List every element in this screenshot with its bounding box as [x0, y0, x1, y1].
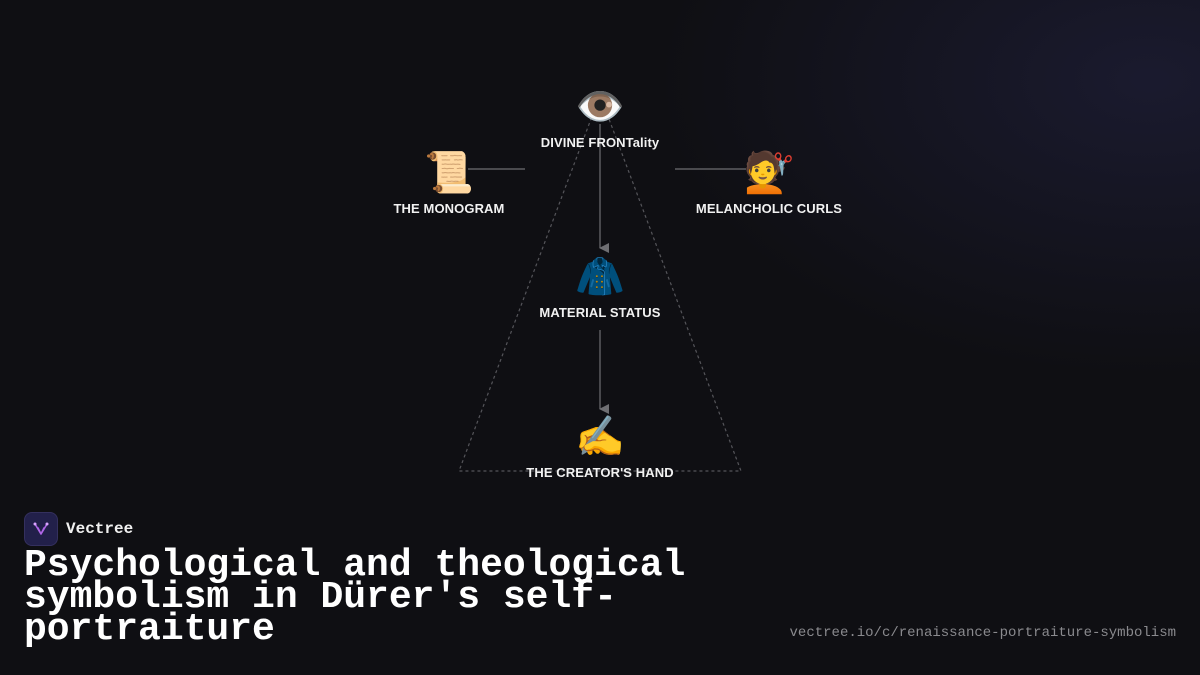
- brand[interactable]: Vectree: [24, 512, 133, 546]
- haircut-icon: 💇: [744, 151, 794, 195]
- node-creators-hand: ✍️ THE CREATOR'S HAND: [526, 413, 673, 480]
- node-label: THE CREATOR'S HAND: [526, 465, 674, 480]
- coat-icon: 🧥: [575, 255, 625, 299]
- vectree-logo-icon: [24, 512, 58, 546]
- tree-branch-icon: [33, 522, 49, 535]
- brand-name: Vectree: [66, 520, 134, 538]
- node-label: MATERIAL STATUS: [539, 305, 661, 320]
- node-label: THE MONOGRAM: [393, 201, 505, 216]
- node-monogram: 📜 THE MONOGRAM: [394, 149, 505, 216]
- node-material-status: 🧥 MATERIAL STATUS: [539, 253, 660, 320]
- node-divine-frontality: 👁️ DIVINE FRONTality: [541, 83, 659, 150]
- page-title: Psychological and theological symbolism …: [24, 544, 686, 651]
- node-melancholic-curls: 💇 MELANCHOLIC CURLS: [696, 149, 842, 216]
- dashed-triangle-outline: [458, 93, 742, 472]
- node-label: DIVINE FRONTality: [540, 135, 660, 150]
- node-label: MELANCHOLIC CURLS: [695, 201, 843, 216]
- source-url[interactable]: vectree.io/c/renaissance-portraiture-sym…: [789, 625, 1176, 641]
- eye-icon: 👁️: [575, 85, 625, 129]
- writing-hand-icon: ✍️: [575, 415, 625, 459]
- scroll-icon: 📜: [424, 151, 474, 195]
